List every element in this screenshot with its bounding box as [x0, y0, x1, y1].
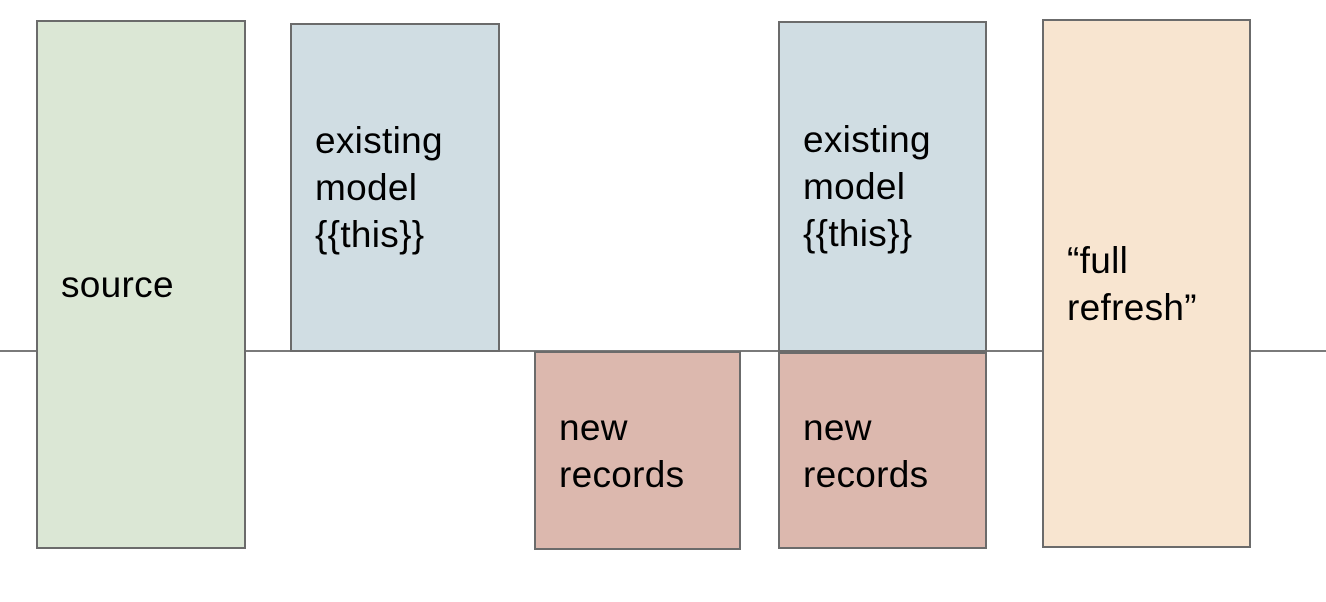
new-records-box-2: new records: [778, 352, 987, 549]
source-box: source: [36, 20, 246, 549]
new-records-box-1-label: new records: [559, 406, 685, 495]
source-box-label: source: [61, 264, 174, 305]
existing-model-box-1-label: existing model {{this}}: [315, 120, 443, 255]
full-refresh-box-label: “full refresh”: [1067, 239, 1197, 328]
existing-model-box-2: existing model {{this}}: [778, 21, 987, 352]
existing-model-box-1: existing model {{this}}: [290, 23, 500, 352]
full-refresh-box: “full refresh”: [1042, 19, 1251, 548]
new-records-box-1: new records: [534, 351, 741, 550]
new-records-box-2-label: new records: [803, 406, 929, 495]
existing-model-box-2-label: existing model {{this}}: [803, 119, 931, 254]
